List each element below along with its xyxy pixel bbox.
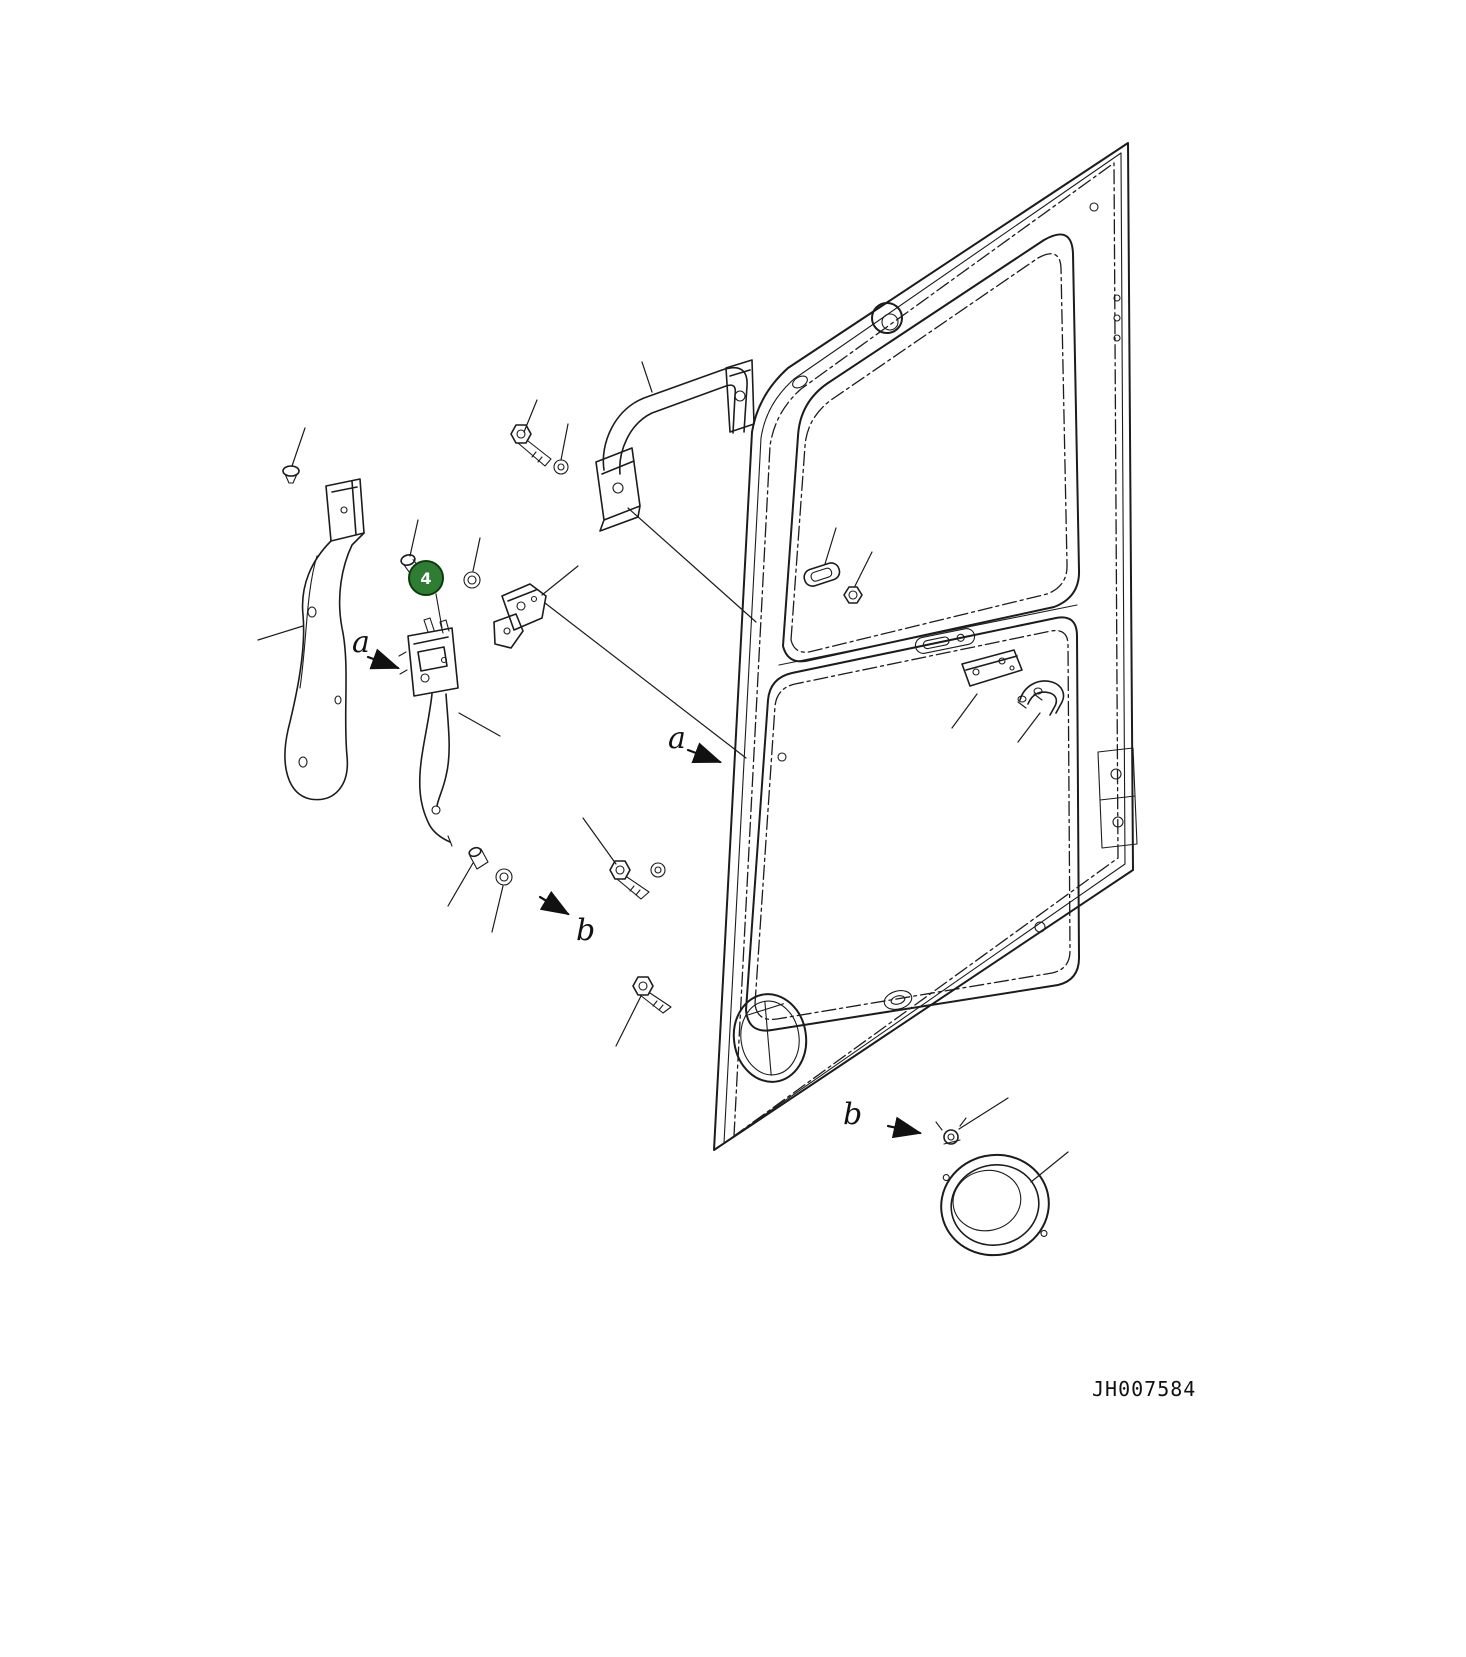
frame-bolt-holes bbox=[1113, 294, 1121, 342]
drain-hole bbox=[1034, 921, 1046, 933]
view-arrow-b bbox=[886, 1116, 923, 1139]
door-oval-hole bbox=[883, 990, 913, 1010]
door-hinges bbox=[1097, 747, 1138, 849]
lock-cable bbox=[436, 693, 450, 807]
view-label-a-door: a bbox=[668, 721, 723, 764]
cab-door bbox=[713, 142, 1138, 1151]
callout-4-number: 4 bbox=[420, 569, 431, 588]
washer bbox=[553, 459, 569, 475]
stud-and-washer bbox=[447, 846, 513, 933]
view-label-a: a bbox=[668, 721, 686, 756]
speaker-clamp bbox=[935, 1117, 967, 1145]
speaker-assembly bbox=[935, 1097, 1069, 1257]
view-label-a: a bbox=[352, 625, 370, 660]
upper-window bbox=[782, 233, 1081, 663]
door-access-hole bbox=[732, 993, 808, 1083]
inner-handle-cover bbox=[257, 427, 365, 801]
view-label-b: b bbox=[576, 913, 595, 948]
door-grommet-hole bbox=[871, 302, 903, 334]
view-arrow-a bbox=[686, 742, 723, 764]
drawing-number: JH007584 bbox=[1092, 1377, 1196, 1401]
view-label-a-left: a bbox=[352, 625, 401, 670]
cover-screw bbox=[282, 465, 300, 484]
door-outer-handle bbox=[951, 649, 1065, 743]
latch-mount-hole bbox=[777, 752, 787, 762]
handle-bolt-and-washer bbox=[510, 399, 569, 475]
view-label-b-door: b bbox=[843, 1097, 923, 1139]
washer bbox=[463, 571, 481, 589]
callout-group: 4 bbox=[400, 519, 481, 629]
striker-bracket bbox=[493, 565, 747, 759]
view-label-b: b bbox=[843, 1097, 862, 1132]
view-label-b-left: b bbox=[538, 890, 595, 948]
striker-plate-and-nut bbox=[803, 527, 873, 604]
lower-bolt bbox=[615, 976, 672, 1047]
grab-handle bbox=[595, 359, 757, 623]
callout-4[interactable]: 4 bbox=[408, 560, 444, 596]
latch-bolt bbox=[582, 817, 666, 900]
view-arrow-a bbox=[366, 648, 401, 670]
lock-cable bbox=[418, 693, 451, 843]
view-arrow-b bbox=[538, 890, 570, 916]
door-lock-assembly bbox=[398, 617, 501, 847]
lower-window bbox=[745, 616, 1080, 1032]
